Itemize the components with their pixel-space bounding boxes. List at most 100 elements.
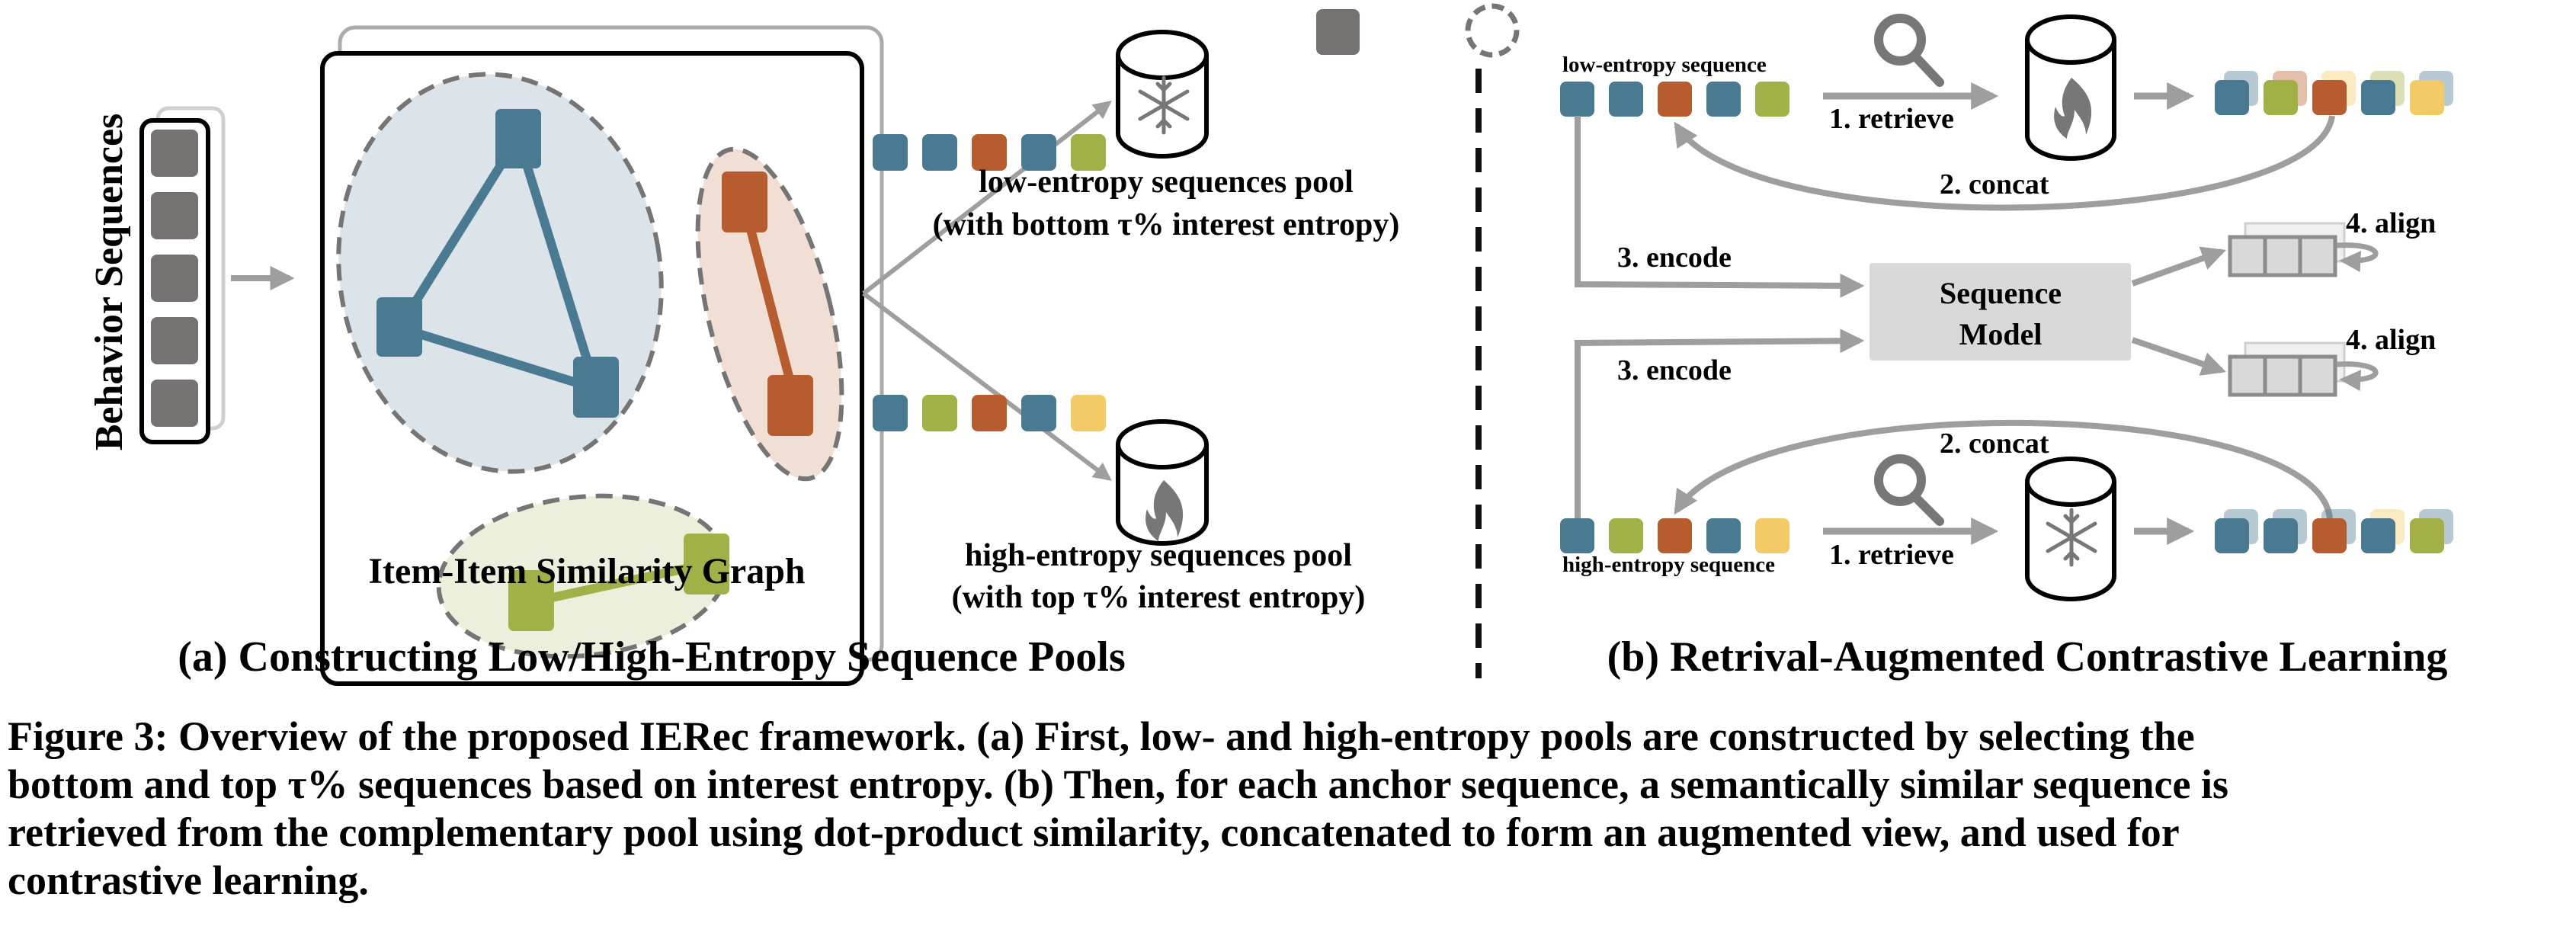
caption-line: retrieved from the complementary pool us… [8,809,2180,855]
arrow-to-low-pool [862,101,1112,296]
align-label-bottom: 4. align [2346,324,2436,356]
low-pool-label: low-entropy sequences pool [979,165,1354,200]
high-sequence-items [1560,518,1789,553]
behavior-item [151,317,198,364]
edge [527,559,711,607]
behavior-item [151,192,198,239]
augmented-item [2361,80,2395,115]
fire-icon [1145,480,1184,541]
retrieve-label-bottom: 1. retrieve [1829,539,1954,571]
graph-label: Item-Item Similarity Graph [368,551,805,591]
caption-line: Figure 3: Overview of the proposed IERec… [8,713,2195,759]
high-pool-sublabel: (with top τ% interest entropy) [952,580,1366,615]
sequence-item [1071,395,1106,431]
snowflake-icon [2046,508,2097,567]
sequence-item [1021,134,1056,171]
augmented-item [2410,518,2444,553]
sequence-item [1706,518,1741,553]
sequence-item [1755,518,1789,553]
sequence-item [1021,395,1056,431]
caption-line: contrastive learning. [8,857,369,903]
arrow-to-high-pool [862,291,1112,481]
concat-arc-bottom [1674,419,2333,519]
align-label-top: 4. align [2346,207,2436,239]
fire-icon [2054,78,2092,139]
augmented-item [2312,80,2347,115]
augmented-item [2410,80,2444,115]
panel-b-title: (b) Retrival-Augmented Contrastive Learn… [1607,633,2448,681]
caption-line: bottom and top τ% sequences based on int… [8,761,2228,807]
low-pool-sublabel: (with bottom τ% interest entropy) [933,207,1400,242]
behavior-item [151,380,198,427]
edge [395,133,523,332]
augmented-item [2361,518,2395,553]
low-sequence-label: low-entropy sequence [1562,53,1767,77]
sequence-item [1706,82,1741,117]
sequence-item [1755,82,1789,117]
sequence-item [922,395,957,431]
high-augmented-items [2215,509,2453,553]
encode-path-bottom [1575,328,1865,518]
item-node [376,297,422,357]
search-icon [1874,14,1944,87]
sequence-model-label-2: Model [1959,317,2043,351]
model-to-embed-top [2131,246,2227,287]
item-node [495,109,541,168]
high-pool-items [873,395,1106,431]
item-node [684,534,729,594]
augmented-item [2215,518,2249,553]
sequence-item [1609,518,1643,553]
sequence-item [1071,134,1106,171]
encode-label-top: 3. encode [1617,242,1732,274]
sequence-item [1560,82,1594,117]
concat-label: 2. concat [1940,168,2049,200]
item-node [722,171,767,232]
retrieve-label: 1. retrieve [1829,103,1954,135]
sequence-item [1658,518,1692,553]
align-loop-top [2336,242,2379,273]
low-augmented-items [2215,71,2453,115]
low-pool-database-icon [2025,457,2116,601]
high-pool-database-icon [2025,14,2116,161]
item-node [573,357,619,418]
sequence-model-label-1: Sequence [1940,276,2062,310]
sequence-item [873,395,908,431]
sequence-item [1560,518,1594,553]
align-loop-bottom [2336,361,2379,392]
embedding-bottom [2228,341,2346,397]
edge [740,201,801,410]
concat-label-bottom: 2. concat [1940,428,2049,460]
sequence-item [1658,82,1692,117]
low-pool-items [873,134,1106,171]
behavior-items [151,130,198,427]
high-pool-label: high-entropy sequences pool [965,538,1352,573]
search-icon [1874,454,1944,526]
encode-path-top [1575,116,1865,298]
augmented-item [2264,518,2298,553]
model-to-embed-bottom [2131,337,2227,376]
high-sequence-label: high-entropy sequence [1562,553,1775,577]
legend-item-swatch [1316,9,1360,55]
item-node [508,570,554,631]
augmented-item [2312,518,2347,553]
behavior-item [151,130,198,177]
augmented-item [2215,80,2249,115]
figure-caption: Figure 3: Overview of the proposed IERec… [8,713,2568,905]
augmented-item [2264,80,2298,115]
sequence-item [972,134,1007,171]
sequence-item [873,134,908,171]
behavior-sequences-label: Behavior Sequences [88,114,131,451]
panel-a-title: (a) Constructing Low/High-Entropy Sequen… [178,633,1125,681]
low-pool-database-icon [1116,30,1209,159]
edge [514,133,601,393]
behavior-item [151,255,198,302]
edge [395,323,601,393]
high-pool-database-icon [1116,419,1209,546]
legend-interest-swatch [1465,3,1520,58]
low-sequence-items [1560,82,1789,117]
embedding-top [2228,222,2346,277]
encode-label-bottom: 3. encode [1617,354,1732,386]
concat-arc [1674,115,2335,211]
sequence-model-box [1870,263,2131,361]
snowflake-icon [1138,75,1190,135]
